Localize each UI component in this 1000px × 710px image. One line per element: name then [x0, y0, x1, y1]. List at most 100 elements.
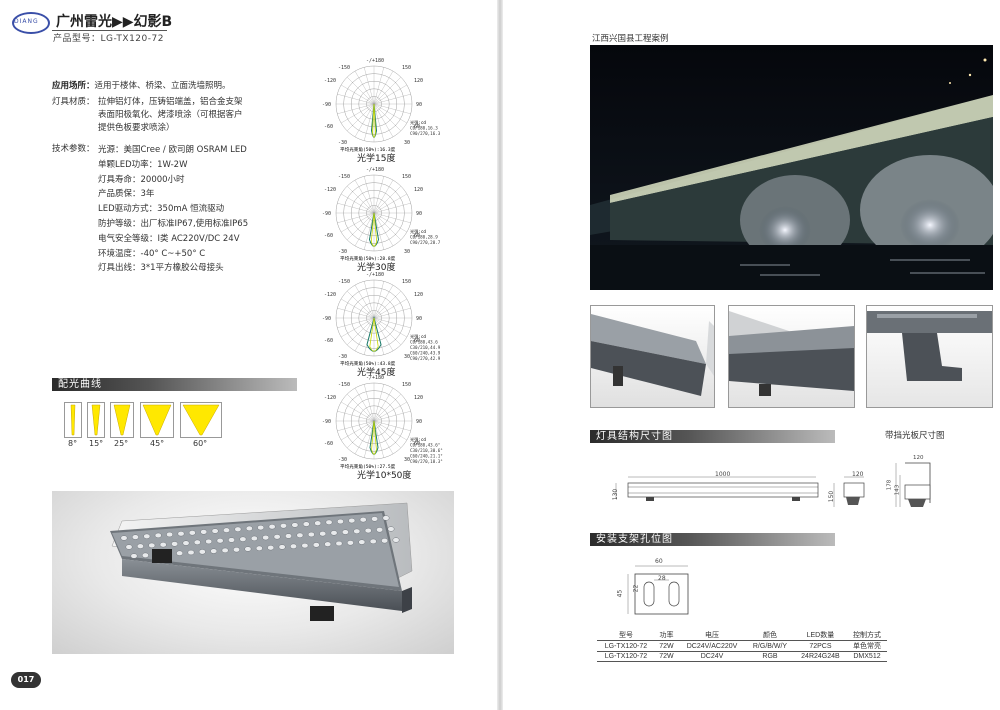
led-dot	[198, 549, 206, 555]
dim-width: 120	[852, 471, 864, 478]
table-cell: R/G/B/W/Y	[746, 640, 794, 652]
page-title: 广州雷光▶▶幻影B	[56, 14, 173, 30]
led-dot	[319, 531, 327, 537]
polar-beam-angle: 平均光束角(50%):43.8度	[340, 360, 396, 367]
table-cell: DMX512	[846, 651, 887, 662]
led-dot	[250, 535, 258, 542]
led-dot	[223, 527, 230, 533]
led-dot	[353, 528, 361, 534]
led-dot	[376, 527, 383, 533]
led-dot	[392, 537, 400, 543]
polar-tick-label: -90	[322, 102, 331, 108]
led-dot	[268, 524, 276, 530]
polar-caption: 光学15度	[357, 154, 396, 164]
dim-bracket-small: 22	[632, 584, 640, 593]
led-dot	[143, 533, 151, 539]
polar-tick-label: -120	[324, 292, 336, 298]
beam-icon-15	[87, 402, 105, 438]
polar-tick-label: -90	[322, 211, 331, 217]
polar-tick-label: -120	[324, 78, 336, 84]
table-cell: 72PCS	[793, 640, 847, 652]
led-dot	[307, 531, 315, 538]
beam-icon-60	[180, 402, 222, 438]
table-cell: DC24V/AC220V	[677, 640, 747, 652]
spec-tech-line: LED驱动方式：350mA 恒流驱动	[98, 204, 225, 215]
polar-tick-label: 60	[414, 233, 420, 239]
led-dot	[154, 532, 162, 539]
led-dot	[125, 544, 133, 550]
led-dot	[166, 531, 174, 538]
led-dot	[330, 530, 338, 536]
polar-tick-label: -60	[324, 338, 333, 344]
led-dot	[285, 533, 292, 539]
led-dot	[233, 547, 240, 553]
table-header: 控制方式	[852, 632, 881, 639]
led-dot	[371, 516, 378, 522]
table-cell: 72W	[654, 640, 678, 652]
led-dot	[228, 537, 235, 543]
led-dot	[312, 542, 320, 548]
spec-tech-lines: 光源：美国Cree / 欧司朗 OSRAM LED 单颗LED功率：1W-2W …	[98, 143, 248, 276]
polar-caption: 光学30度	[357, 263, 396, 273]
led-dot	[359, 517, 367, 523]
led-dot	[257, 524, 265, 531]
spec-application: 应用场所：适用于楼体、桥梁、立面洗墙照明。	[52, 80, 231, 93]
dim-shield-h1: 178	[886, 479, 893, 491]
polar-legend-entry: 光强:cd	[410, 228, 426, 235]
spec-tech-line: 电气安全等级：I类 AC220V/DC 24V	[98, 233, 240, 244]
led-dot	[278, 544, 286, 550]
brand-logo	[12, 12, 50, 34]
dim-side-height: 150	[828, 490, 836, 503]
led-dot	[381, 538, 388, 544]
polar-tick-label: -60	[324, 124, 333, 130]
led-dot	[187, 549, 195, 556]
dim-height: 130	[612, 488, 620, 501]
led-dot	[348, 518, 356, 524]
beam-icon-8	[64, 402, 82, 438]
title-rule	[52, 30, 167, 31]
table-header: LED数量	[806, 632, 835, 639]
polar-tick-label: 30	[404, 457, 410, 463]
polar-beam-angle: 平均光束角(50%):27.5度	[340, 463, 396, 470]
product-model: 产品型号：LG-TX120-72	[53, 34, 164, 44]
case-title: 江西兴国县工程案例	[592, 34, 669, 44]
table-cell: RGB	[746, 651, 794, 662]
polar-tick-label: -/+180	[366, 167, 384, 173]
polar-tick-label: 120	[414, 395, 423, 401]
spec-material-label: 灯具材质：	[52, 97, 95, 107]
polar-legend-entry: C90/270,18.3°	[410, 459, 443, 464]
led-dot	[193, 539, 201, 545]
polar-tick-label: 120	[414, 187, 423, 193]
spec-material-line: 提供色板要求喷涂）	[98, 123, 175, 133]
led-dot	[130, 553, 138, 559]
polar-tick-label: -30	[338, 354, 347, 360]
spec-tech-line: 灯具出线：3*1平方橡胶公母接头	[98, 263, 224, 274]
structure-drawing	[606, 465, 876, 525]
polar-legend-entry: C60/240,43.9	[410, 351, 441, 356]
polar-tick-label: -150	[338, 65, 350, 71]
led-dot	[216, 538, 224, 544]
product-photo	[52, 491, 454, 654]
led-dot	[176, 550, 184, 556]
table-cell: LG-TX120-72	[597, 651, 655, 662]
polar-legend-entry: C30/210,30.6°	[410, 448, 443, 453]
polar-legend-entry: C60/240,21.1°	[410, 454, 443, 459]
led-dot	[382, 515, 390, 521]
detail-photo-2	[728, 305, 855, 408]
polar-tick-label: -30	[338, 140, 347, 146]
led-dot	[171, 541, 179, 547]
polar-legend-entry: C0/180,43.6°	[410, 443, 440, 448]
led-dot	[245, 525, 253, 532]
led-dot	[335, 540, 343, 547]
shield-drawing	[890, 455, 950, 515]
dim-bracket-inner: 28	[658, 575, 666, 582]
led-dot	[325, 519, 333, 525]
polar-tick-label: -150	[338, 174, 350, 180]
polar-tick-label: 90	[416, 419, 422, 425]
led-dot	[301, 542, 309, 549]
polar-tick-label: -60	[324, 233, 333, 239]
table-cell: 72W	[654, 651, 678, 662]
led-dot	[244, 546, 252, 552]
led-dot	[142, 552, 149, 558]
